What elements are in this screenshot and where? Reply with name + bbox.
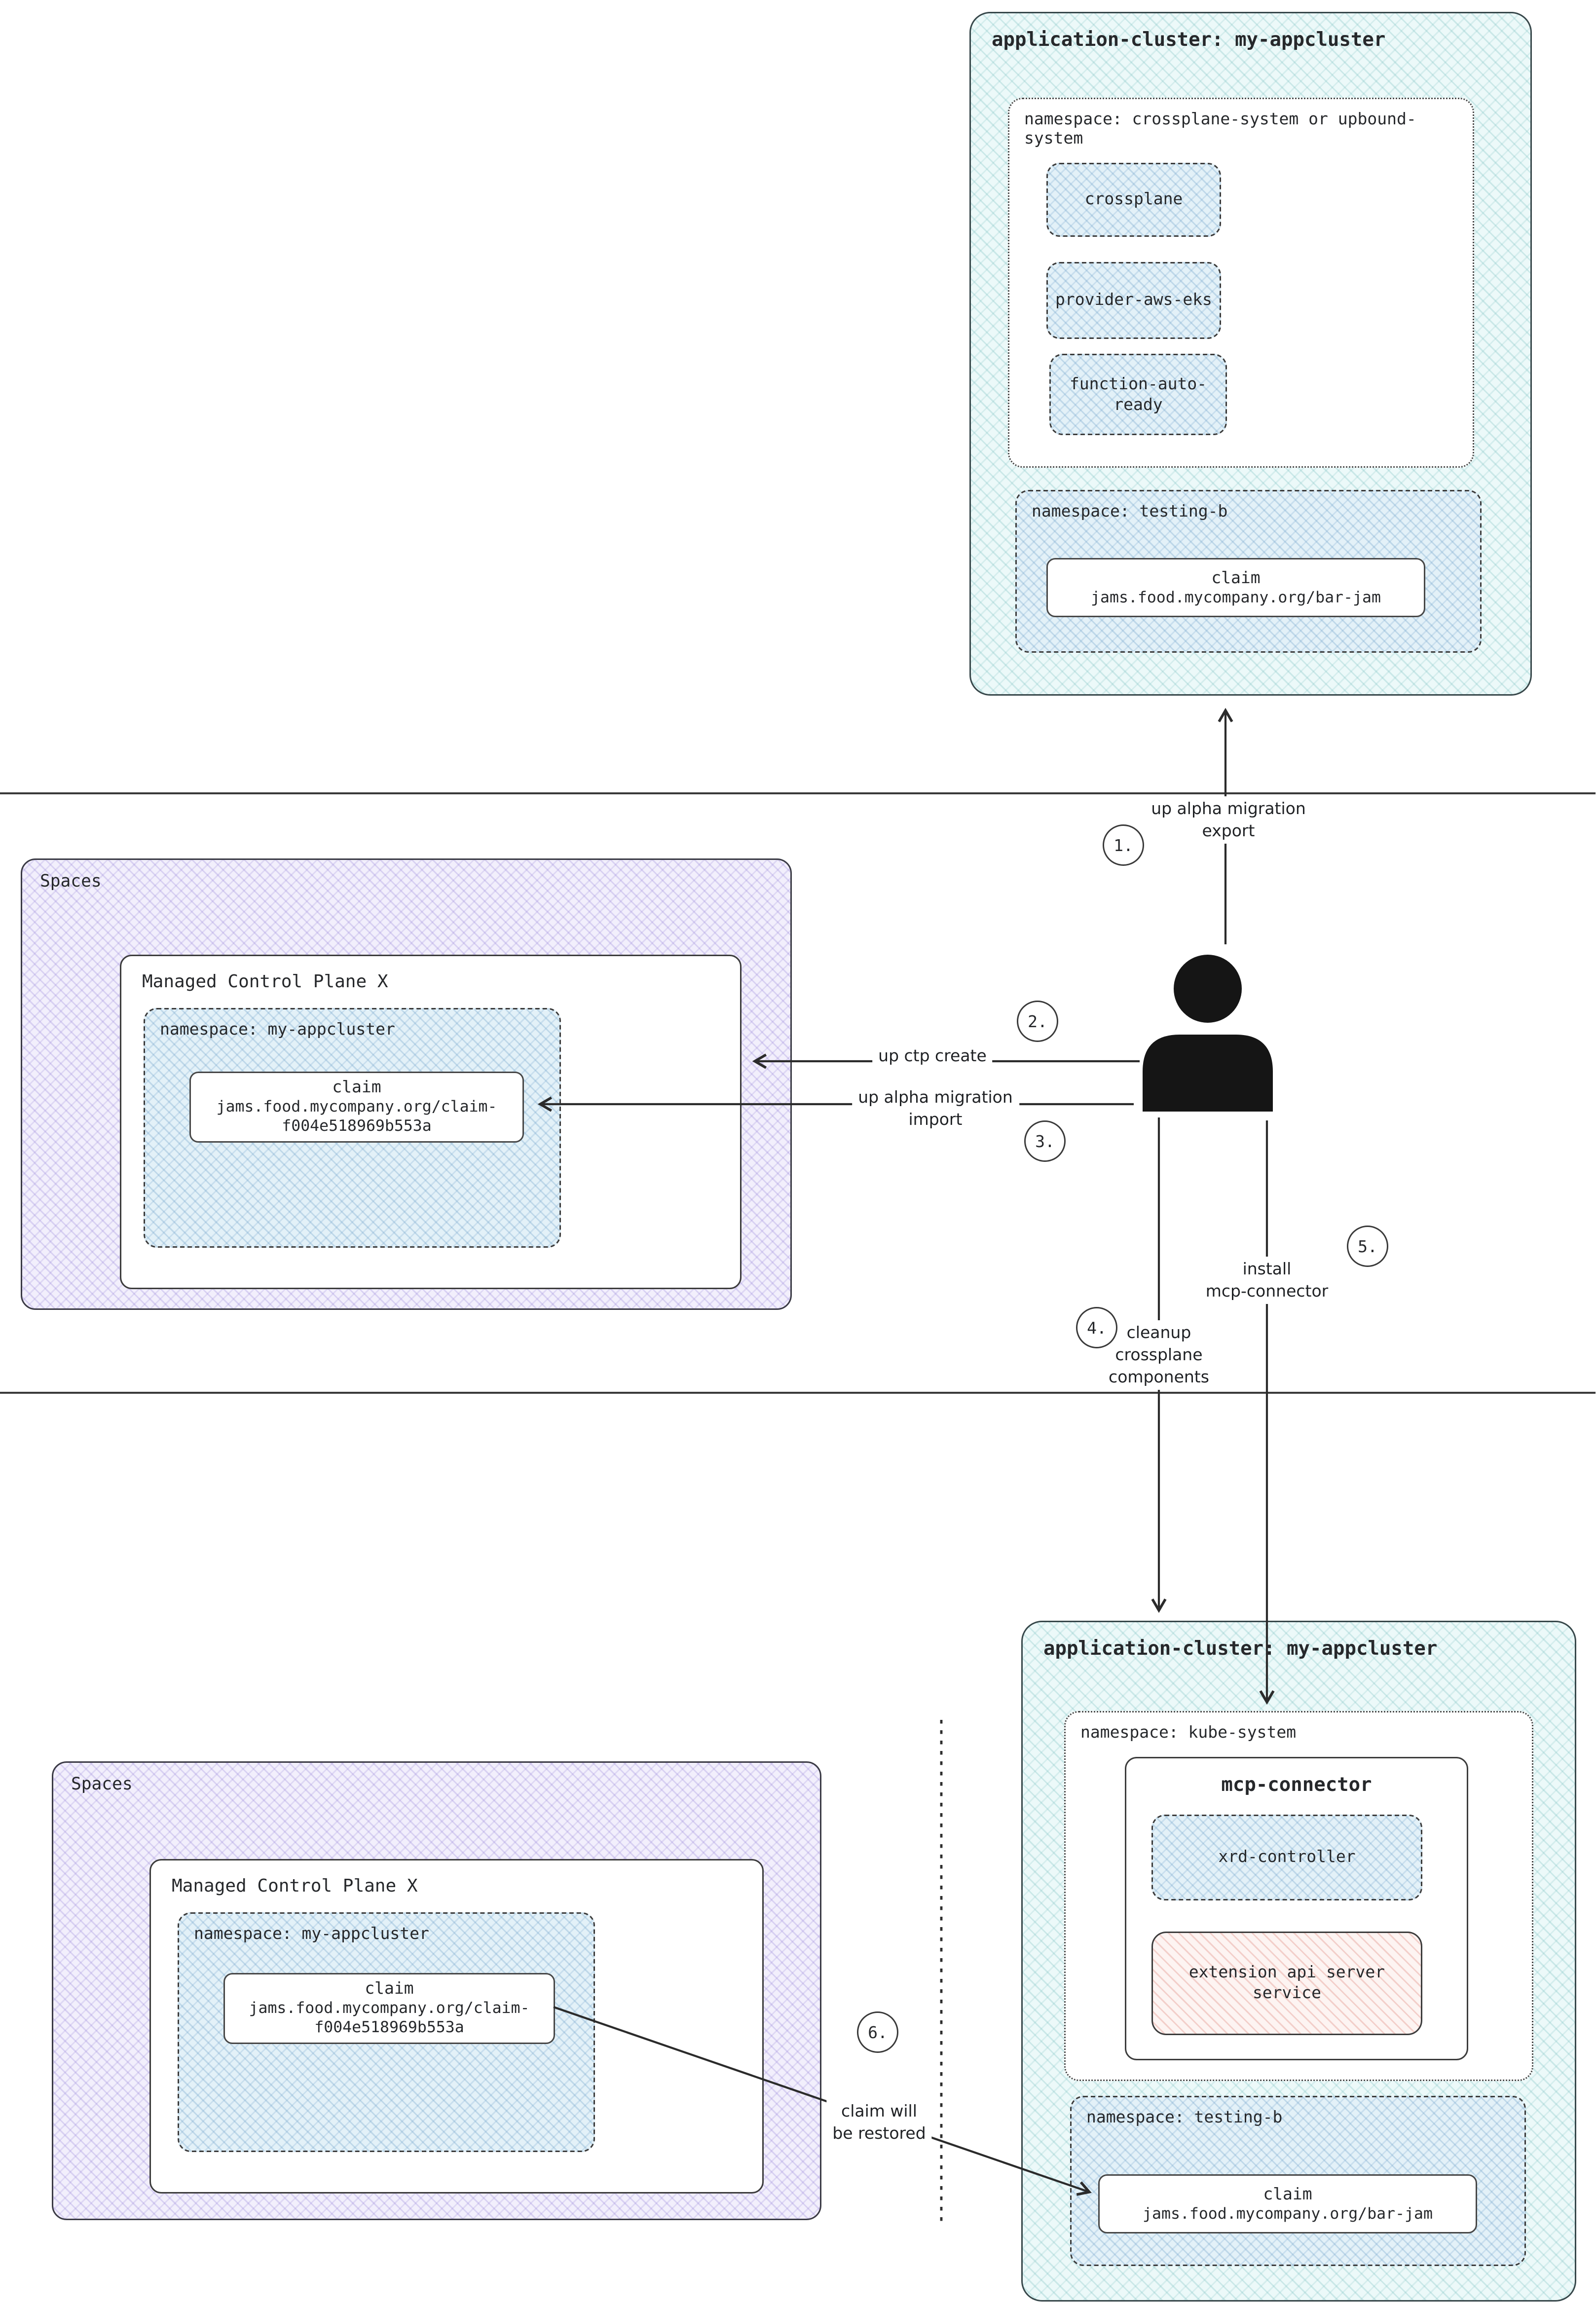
component-function-auto-ready: function-auto- ready (1049, 354, 1227, 435)
claim-name: jams.food.mycompany.org/claim- f004e5189… (249, 2000, 530, 2037)
component-crossplane: crossplane (1046, 163, 1221, 237)
claim-bar-jam-bottom: claim jams.food.mycompany.org/bar-jam (1098, 2174, 1477, 2233)
claim-title: claim (332, 1078, 381, 1097)
managed-control-plane-bottom-title: Managed Control Plane X (172, 1875, 418, 1896)
spaces-mid: Spaces Managed Control Plane X namespace… (21, 858, 792, 1310)
namespace-testing-b-top-label: namespace: testing-b (1032, 502, 1228, 521)
namespace-crossplane-system-label: namespace: crossplane-system or upbound-… (1024, 110, 1416, 148)
spaces-bottom: Spaces Managed Control Plane X namespace… (52, 1761, 821, 2220)
label-up-alpha-migration-import: up alpha migration import (852, 1085, 1019, 1132)
application-cluster-bottom-title: application-cluster: my-appcluster (1043, 1638, 1438, 1661)
label-claim-will-be-restored: claim will be restored (826, 2099, 932, 2146)
claim-f004-bottom: claim jams.food.mycompany.org/claim- f00… (223, 1973, 555, 2044)
step-badge-2: 2. (1017, 1001, 1058, 1042)
namespace-testing-b-bottom-label: namespace: testing-b (1086, 2108, 1283, 2127)
namespace-my-appcluster-bottom-box: namespace: my-appcluster claim jams.food… (178, 1912, 595, 2152)
namespace-crossplane-system-box: namespace: crossplane-system or upbound-… (1008, 98, 1474, 468)
mcp-connector-box: mcp-connector xrd-controller extension a… (1125, 1757, 1468, 2060)
claim-title: claim (1211, 567, 1261, 587)
claim-name: jams.food.mycompany.org/claim- f004e5189… (216, 1098, 497, 1135)
application-cluster-top: application-cluster: my-appcluster names… (969, 12, 1532, 696)
claim-name: jams.food.mycompany.org/bar-jam (1091, 588, 1381, 606)
namespace-my-appcluster-bottom-label: namespace: my-appcluster (194, 1924, 429, 1943)
component-xrd-controller: xrd-controller (1151, 1815, 1422, 1900)
claim-title: claim (365, 1979, 414, 1998)
label-up-ctp-create: up ctp create (872, 1043, 993, 1069)
spaces-mid-title: Spaces (40, 870, 102, 891)
step-badge-6: 6. (857, 2011, 898, 2053)
component-extension-api-server-service: extension api server service (1151, 1932, 1422, 2035)
namespace-my-appcluster-mid-box: namespace: my-appcluster claim jams.food… (144, 1008, 561, 1248)
managed-control-plane-mid: Managed Control Plane X namespace: my-ap… (120, 955, 742, 1289)
component-provider-aws-eks: provider-aws-eks (1046, 262, 1221, 339)
step-badge-5: 5. (1347, 1226, 1388, 1267)
claim-bar-jam-top: claim jams.food.mycompany.org/bar-jam (1046, 558, 1425, 617)
claim-name: jams.food.mycompany.org/bar-jam (1143, 2204, 1433, 2223)
mcp-connector-title: mcp-connector (1221, 1775, 1372, 1797)
application-cluster-top-title: application-cluster: my-appcluster (992, 30, 1386, 52)
namespace-testing-b-bottom-box: namespace: testing-b claim jams.food.myc… (1070, 2096, 1526, 2266)
step-badge-3: 3. (1024, 1120, 1066, 1162)
step-badge-4: 4. (1076, 1307, 1117, 1348)
claim-f004-mid: claim jams.food.mycompany.org/claim- f00… (189, 1072, 524, 1143)
label-up-alpha-migration-export: up alpha migration export (1145, 796, 1312, 844)
application-cluster-bottom: application-cluster: my-appcluster names… (1021, 1621, 1576, 2302)
namespace-testing-b-top-box: namespace: testing-b claim jams.food.myc… (1015, 490, 1482, 653)
namespace-my-appcluster-mid-label: namespace: my-appcluster (160, 1020, 395, 1039)
user-icon (1143, 955, 1273, 1112)
claim-title: claim (1263, 2184, 1312, 2203)
managed-control-plane-bottom: Managed Control Plane X namespace: my-ap… (149, 1859, 764, 2194)
managed-control-plane-mid-title: Managed Control Plane X (142, 971, 388, 992)
namespace-kube-system-box: namespace: kube-system mcp-connector xrd… (1064, 1711, 1533, 2081)
label-cleanup-crossplane-components: cleanup crossplane components (1103, 1320, 1215, 1390)
spaces-bottom-title: Spaces (71, 1773, 133, 1794)
label-install-mcp-connector: install mcp-connector (1199, 1257, 1335, 1304)
namespace-kube-system-label: namespace: kube-system (1080, 1723, 1297, 1742)
step-badge-1: 1. (1103, 824, 1144, 866)
